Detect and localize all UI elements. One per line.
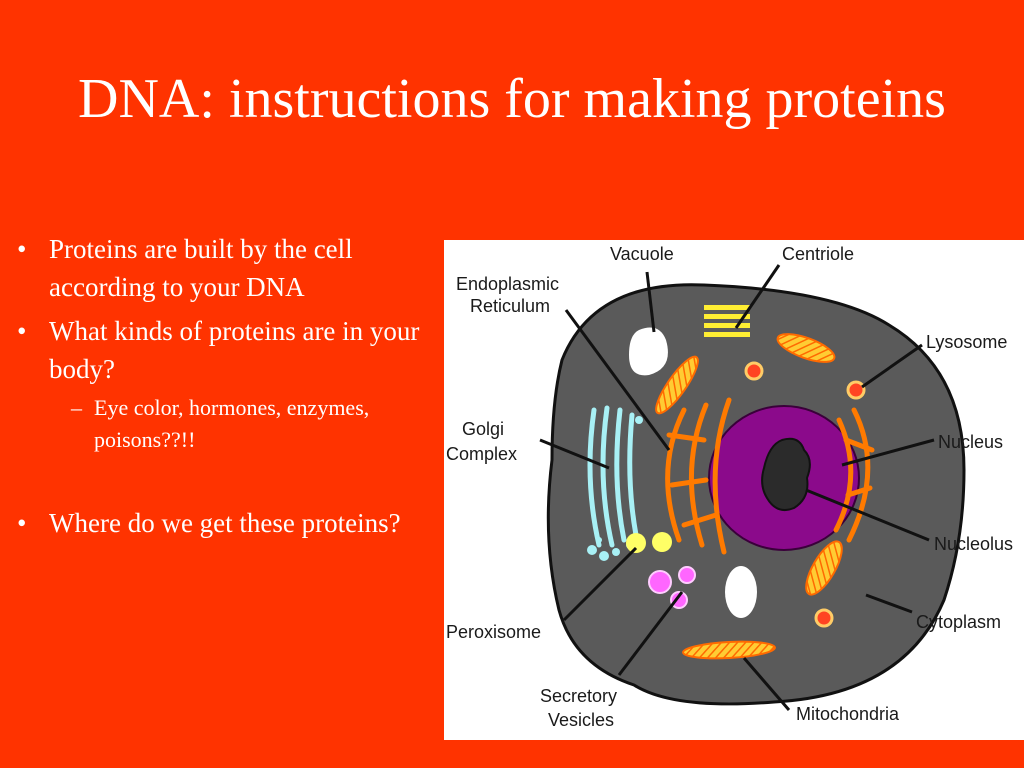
label-endoplasmic: Endoplasmic (456, 274, 559, 294)
cell-diagram: Vacuole Centriole Endoplasmic Reticulum … (444, 240, 1024, 740)
label-golgi: Golgi (462, 419, 504, 439)
golgi-complex-shape (587, 405, 639, 548)
label-nucleus: Nucleus (938, 432, 1003, 452)
label-centriole: Centriole (782, 244, 854, 264)
sub-bullet-item: Eye color, hormones, enzymes, poisons??!… (49, 392, 424, 456)
bullet-list: Proteins are built by the cell according… (14, 230, 424, 548)
vacuole-shape-2 (725, 566, 757, 618)
label-lysosome: Lysosome (926, 332, 1007, 352)
sub-bullet-list: Eye color, hormones, enzymes, poisons??!… (49, 392, 424, 456)
cell-diagram-svg: Vacuole Centriole Endoplasmic Reticulum … (446, 244, 1013, 730)
label-mitochondria: Mitochondria (796, 704, 900, 724)
label-complex: Complex (446, 444, 517, 464)
label-cytoplasm: Cytoplasm (916, 612, 1001, 632)
slide-title: DNA: instructions for making proteins (78, 68, 946, 130)
bullet-item-text: What kinds of proteins are in your body? (49, 316, 420, 384)
lysosome-shape (744, 361, 866, 628)
mitochondria-shape (655, 355, 699, 415)
label-vesicles: Vesicles (548, 710, 614, 730)
bullet-item: Where do we get these proteins? (14, 504, 424, 542)
endoplasmic-reticulum-shape (665, 397, 875, 555)
mitochondria-shape-2 (776, 333, 836, 363)
label-leader-lines (539, 264, 935, 711)
nucleolus-shape (761, 437, 811, 511)
peroxisome-shape (626, 532, 672, 553)
label-nucleolus: Nucleolus (934, 534, 1013, 554)
mitochondria-shape-4 (682, 640, 776, 660)
label-vacuole: Vacuole (610, 244, 674, 264)
bullet-item-group: What kinds of proteins are in your body?… (14, 312, 424, 456)
centriole-shape (704, 305, 750, 337)
secretory-vesicles-shape (648, 566, 696, 609)
mitochondria-shape-3 (805, 540, 843, 596)
label-reticulum: Reticulum (470, 296, 550, 316)
label-peroxisome: Peroxisome (446, 622, 541, 642)
bullet-item: Proteins are built by the cell according… (14, 230, 424, 306)
vacuole-shape (629, 327, 668, 376)
label-secretory: Secretory (540, 686, 617, 706)
